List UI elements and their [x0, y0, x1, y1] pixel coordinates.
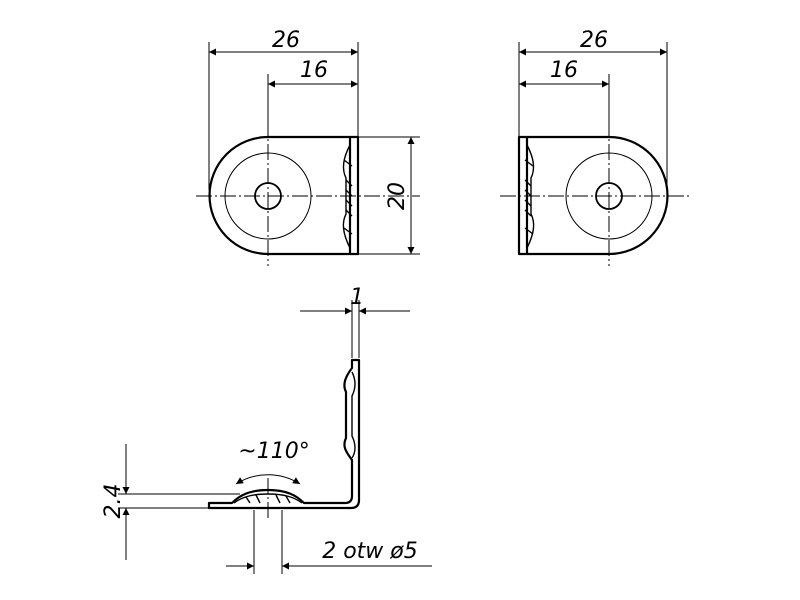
right-dim16-label: 16 [550, 58, 578, 83]
side-vertical-emboss [351, 371, 356, 459]
side-emboss-hatch [245, 494, 291, 504]
side-profile-outer [207, 358, 361, 510]
right-dim26-label: 26 [580, 28, 608, 53]
bend-height-label: 2.4 [101, 484, 126, 519]
right-flange-hatch [524, 159, 534, 235]
angle-label: ~110° [238, 439, 309, 464]
left-flange-hatch [343, 159, 353, 235]
left-dim16-label: 16 [300, 58, 328, 83]
left-view: 26 16 20 [196, 28, 420, 266]
holes-note-label: 2 otw ø5 [322, 539, 418, 564]
right-view: 26 16 [500, 28, 690, 266]
angle-arc [235, 474, 301, 485]
left-dim26-label: 26 [272, 28, 300, 53]
left-view-outline [208, 135, 360, 256]
left-dim20-label: 20 [385, 182, 410, 210]
right-view-outline [517, 135, 669, 256]
side-view: 1 ~110° 2.4 2 otw ø5 [101, 285, 432, 574]
thickness-label: 1 [350, 285, 364, 310]
